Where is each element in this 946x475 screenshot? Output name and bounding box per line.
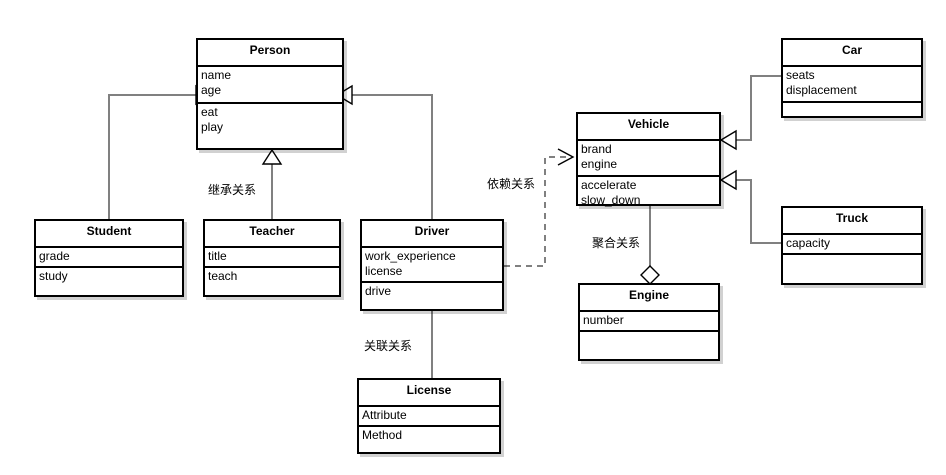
hollow-diamond-marker <box>640 265 660 285</box>
methods-compartment-driver: drive <box>362 283 502 301</box>
attribute-student-0: grade <box>39 249 70 263</box>
attribute-car-1: displacement <box>786 83 857 97</box>
attributes-compartment-engine: number <box>580 312 718 332</box>
edge-driver-vehicle[interactable] <box>504 148 575 267</box>
hollow-triangle-marker <box>719 169 737 191</box>
edge-truck-vehicle[interactable] <box>719 169 781 244</box>
methods-compartment-truck <box>783 255 921 258</box>
attribute-vehicle-1: engine <box>581 157 618 171</box>
attribute-person-0: name <box>201 68 232 82</box>
edge-driver-person[interactable] <box>335 84 433 219</box>
attributes-compartment-truck: capacity <box>783 235 921 255</box>
attribute-vehicle-0: brand <box>581 142 612 156</box>
attribute-engine-0: number <box>583 313 624 327</box>
method-driver-0: drive <box>365 284 392 298</box>
class-name-teacher: Teacher <box>205 221 339 248</box>
edge-label-aggregation: 聚合关系 <box>592 236 641 250</box>
method-student-0: study <box>39 269 68 283</box>
hollow-triangle-marker <box>261 148 283 165</box>
edge-label-inheritance: 继承关系 <box>208 183 257 197</box>
class-name-person: Person <box>198 40 342 67</box>
attributes-compartment-student: grade <box>36 248 182 268</box>
class-name-car: Car <box>783 40 921 67</box>
edge-vehicle-engine[interactable] <box>640 206 660 285</box>
attributes-compartment-teacher: title <box>205 248 339 268</box>
method-vehicle-1: slow_down <box>581 193 641 207</box>
attribute-truck-0: capacity <box>786 236 831 250</box>
methods-compartment-engine <box>580 332 718 335</box>
attributes-compartment-license: Attribute <box>359 407 499 427</box>
attribute-car-0: seats <box>786 68 815 82</box>
method-person-0: eat <box>201 105 218 119</box>
methods-compartment-teacher: teach <box>205 268 339 286</box>
edge-label-association: 关联关系 <box>364 339 413 353</box>
attribute-driver-1: license <box>365 264 403 278</box>
class-name-truck: Truck <box>783 208 921 235</box>
edge-label-dependency: 依赖关系 <box>487 177 536 191</box>
methods-compartment-car <box>783 103 921 106</box>
method-person-1: play <box>201 120 224 134</box>
hollow-triangle-marker <box>719 129 737 151</box>
class-name-license: License <box>359 380 499 407</box>
method-teacher-0: teach <box>208 269 238 283</box>
method-license-0: Method <box>362 428 403 442</box>
class-name-engine: Engine <box>580 285 718 312</box>
method-vehicle-0: accelerate <box>581 178 637 192</box>
methods-compartment-license: Method <box>359 427 499 445</box>
attribute-teacher-0: title <box>208 249 227 263</box>
attribute-driver-0: work_experience <box>365 249 456 263</box>
open-arrow-marker <box>557 148 575 166</box>
edge-car-vehicle[interactable] <box>719 75 781 151</box>
methods-compartment-student: study <box>36 268 182 286</box>
class-name-driver: Driver <box>362 221 502 248</box>
hollow-triangle-marker <box>335 84 353 106</box>
edge-teacher-person[interactable] <box>261 148 283 219</box>
class-name-student: Student <box>36 221 182 248</box>
class-name-vehicle: Vehicle <box>578 114 719 141</box>
attribute-person-1: age <box>201 83 222 97</box>
attribute-license-0: Attribute <box>362 408 407 422</box>
